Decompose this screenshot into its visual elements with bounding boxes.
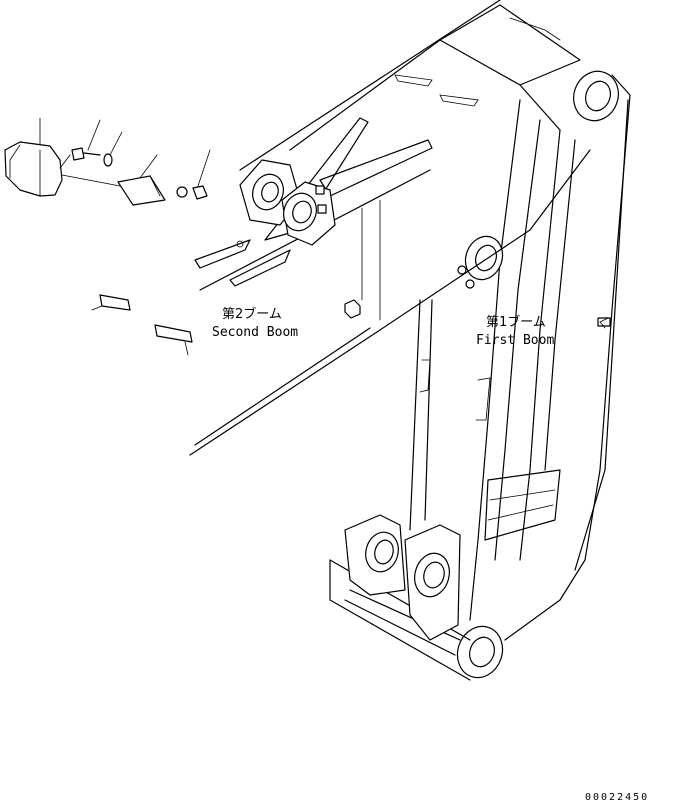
second-boom-label-en: Second Boom [212,325,298,340]
first-boom-label-en: First Boom [476,333,554,348]
second-boom [189,0,591,456]
first-boom [329,70,631,681]
drawing-number: 00022450 [585,792,649,803]
second-boom-label-jp: 第2ブーム [222,306,282,322]
lamp-assembly [4,117,211,356]
first-boom-label: 第1ブーム First Boom [476,314,554,348]
first-boom-label-jp: 第1ブーム [486,314,546,330]
second-boom-label: 第2ブーム Second Boom [212,306,298,340]
